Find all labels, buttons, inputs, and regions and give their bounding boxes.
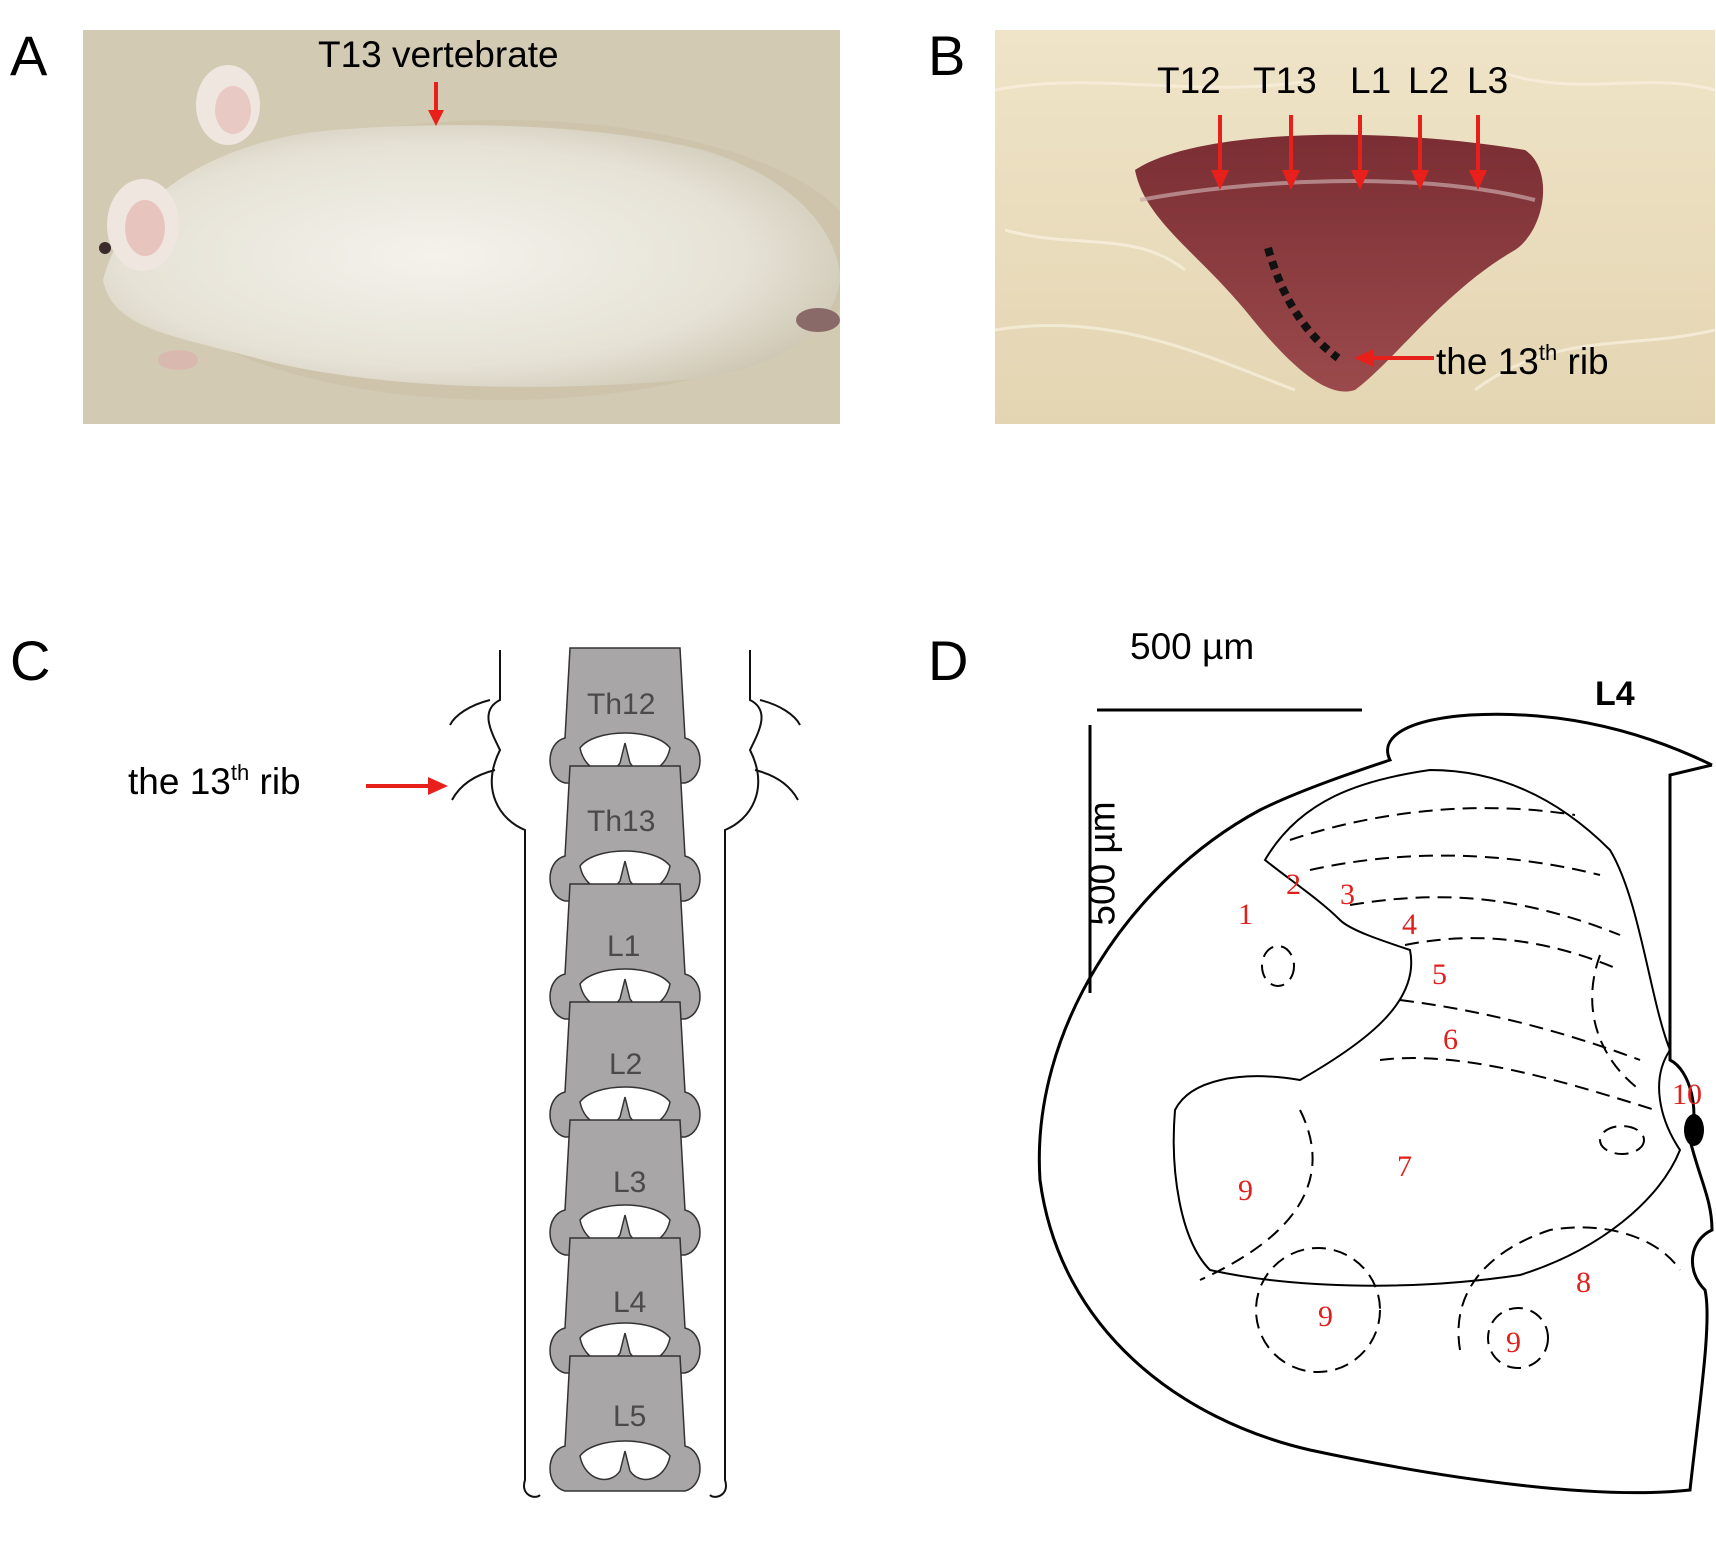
lamina-6: 6: [1443, 1023, 1458, 1056]
b-label-t12: T12: [1157, 60, 1221, 101]
lamina-boundary-4: [1404, 937, 1621, 971]
c-rib-label: the 13th rib: [128, 760, 301, 802]
lamina-9-upper: 9: [1238, 1174, 1253, 1207]
lamina-9-circle-right: [1487, 1307, 1549, 1369]
lamina-9-circle-lower: [1255, 1247, 1381, 1373]
lamina-boundary-2: [1309, 854, 1601, 876]
cord-outline: [1037, 712, 1714, 1495]
b-label-l3: L3: [1467, 60, 1509, 101]
central-nucleus: [1599, 1125, 1645, 1155]
c-vertebra-l1: L1: [607, 930, 641, 963]
mouse-drawing: [83, 30, 840, 424]
mouse-dorsal-photo: [83, 30, 840, 424]
lamina-boundary-5: [1399, 999, 1641, 1061]
c-vertebra-l3: L3: [613, 1166, 647, 1199]
c-vertebra-l5: L5: [613, 1400, 647, 1433]
c-rib-label-prefix: the 13: [128, 761, 231, 802]
lamina-10: 10: [1672, 1078, 1702, 1111]
b-rib-label: the 13th rib: [1436, 340, 1609, 382]
b-label-l2: L2: [1408, 60, 1450, 101]
rib-left-upper: [449, 699, 491, 726]
b-rib-label-prefix: the 13: [1436, 341, 1539, 382]
lamina-boundary-7: [1199, 1109, 1314, 1281]
lamina-9-lower: 9: [1318, 1300, 1333, 1333]
c-rib-label-sup: th: [230, 760, 250, 785]
segment-label: L4: [1595, 675, 1635, 713]
vertebral-foramen: [579, 1440, 671, 1481]
central-canal: [1684, 1114, 1704, 1146]
t13-vertebrate-label: T13 vertebrate: [318, 34, 559, 75]
lamina-3: 3: [1340, 878, 1355, 911]
c-vertebra-l4: L4: [613, 1286, 647, 1319]
lamina-1: 1: [1238, 898, 1253, 931]
rib-left-lower: [451, 769, 496, 801]
c-rib-label-suffix: rib: [249, 761, 301, 802]
lamina-8: 8: [1576, 1266, 1591, 1299]
grey-matter-outline: [1172, 768, 1682, 1287]
lamina-9-right: 9: [1506, 1326, 1521, 1359]
panel-b-letter: B: [928, 24, 966, 87]
b-rib-label-suffix: rib: [1557, 341, 1609, 382]
spine-outline-right: [709, 650, 763, 1498]
lamina-8-boundary: [1457, 1226, 1681, 1351]
panel-a-letter: A: [10, 24, 48, 87]
panel-d-letter: D: [928, 629, 969, 692]
lamina-boundary-1: [1289, 807, 1576, 841]
c-rib-arrow-head: [428, 777, 448, 795]
lamina-boundary-3: [1349, 896, 1621, 936]
lamina-boundary-6: [1379, 1057, 1656, 1111]
c-vertebra-th12: Th12: [587, 688, 656, 721]
b-label-l1: L1: [1350, 60, 1392, 101]
panel-c-letter: C: [10, 629, 51, 692]
scale-horizontal-label: 500 µm: [1130, 626, 1255, 667]
rib-right-lower: [754, 769, 799, 801]
b-rib-label-sup: th: [1538, 340, 1558, 365]
lamina-4: 4: [1402, 908, 1417, 941]
c-vertebra-th13: Th13: [587, 805, 656, 838]
lamina-7: 7: [1397, 1150, 1412, 1183]
b-label-t13: T13: [1253, 60, 1317, 101]
spine-outline-left: [487, 650, 541, 1498]
lamina-5: 5: [1432, 958, 1447, 991]
c-vertebra-l2: L2: [609, 1048, 643, 1081]
dorsal-column-boundary: [1591, 954, 1641, 1091]
lamina-2: 2: [1286, 868, 1301, 901]
dorsal-nucleus: [1261, 945, 1295, 987]
rib-right-upper: [759, 699, 801, 726]
